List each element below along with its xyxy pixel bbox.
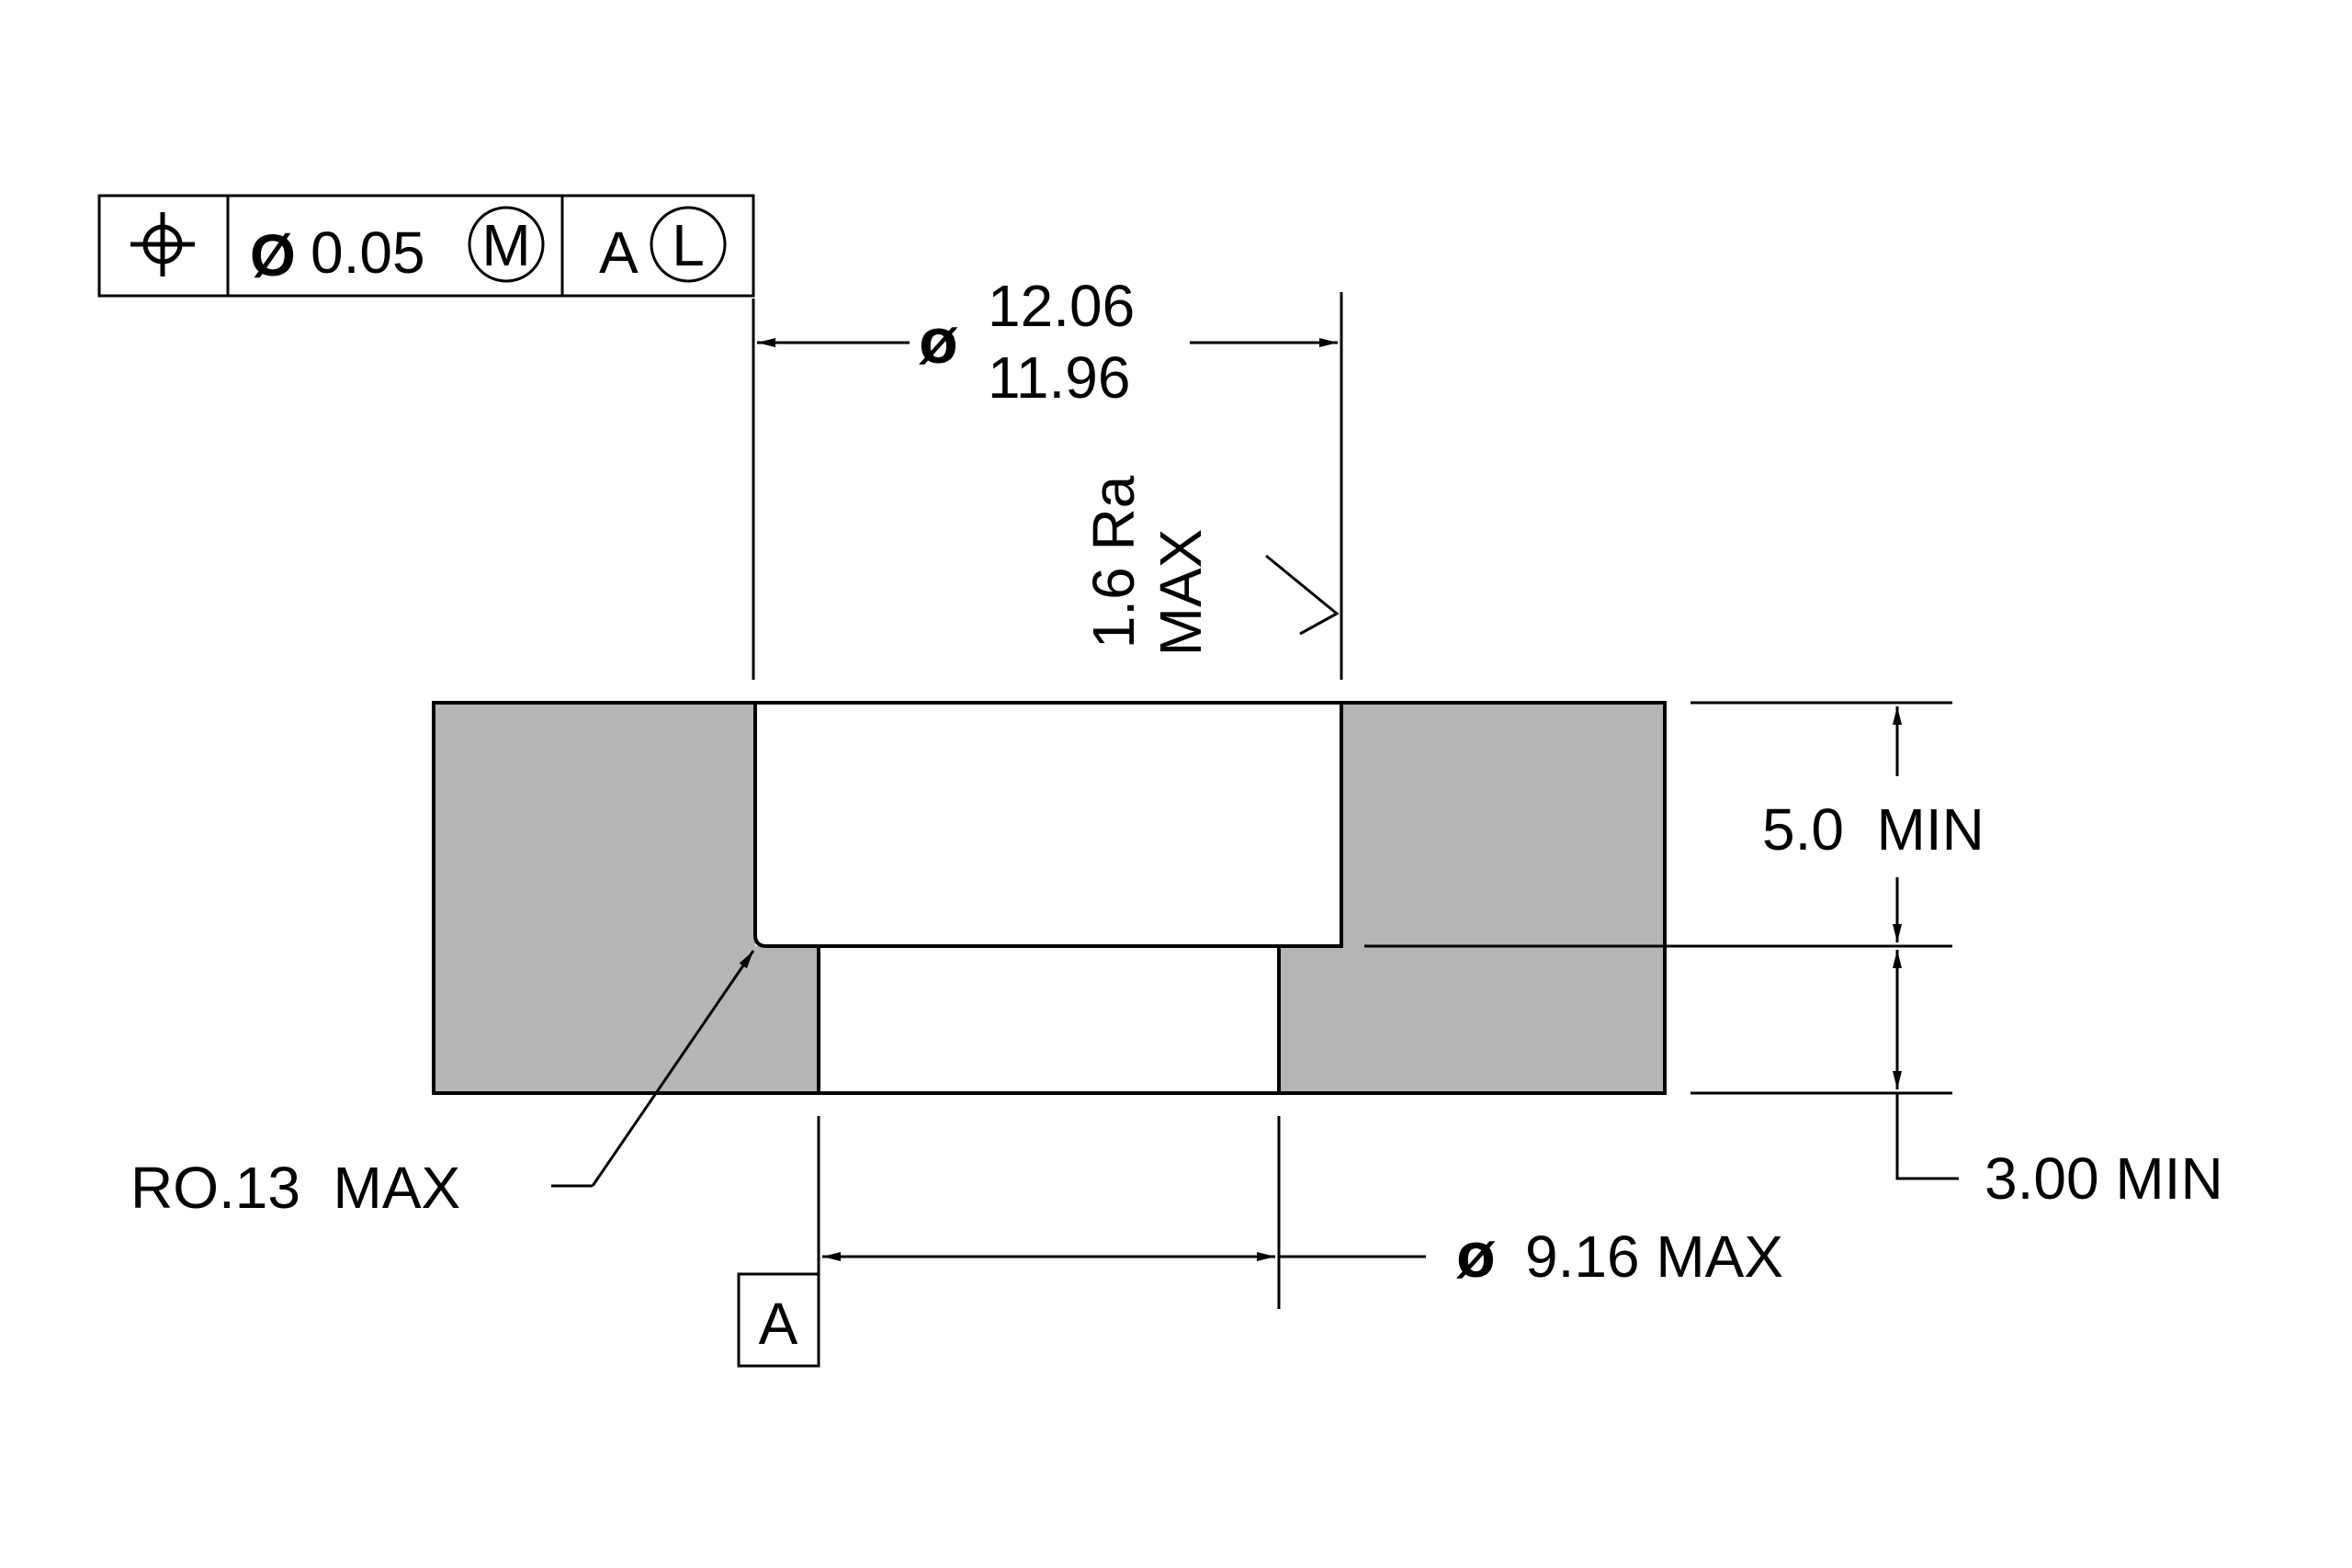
position-icon — [130, 212, 195, 276]
mmc-modifier-letter: M — [481, 212, 530, 278]
bottom-thickness-label: 3.00 MIN — [1984, 1145, 2223, 1212]
surface-finish-symbol-icon — [1265, 554, 1340, 636]
part-outline — [432, 701, 1667, 1095]
counterbore-depth-label: 5.0 MIN — [1762, 796, 1984, 863]
fcf-diameter-symbol: Ø — [250, 222, 296, 288]
feature-control-frame: Ø 0.05 M A L — [97, 194, 755, 298]
counterbore-outline — [753, 703, 1343, 948]
lmc-modifier-icon: L — [650, 206, 727, 283]
part-section — [432, 701, 1667, 1095]
section-right-hatch — [1279, 703, 1665, 1093]
bore-diameter-upper: 12.06 — [988, 273, 1135, 339]
hole-diameter-symbol: ø — [1456, 1219, 1496, 1291]
bore-diameter-dimension: ø 12.06 11.96 — [752, 273, 1343, 680]
hole-diameter-value: 9.16 MAX — [1525, 1224, 1783, 1290]
bore-diameter-lower: 11.96 — [988, 344, 1130, 411]
corner-radius-callout: RO.13 MAX — [130, 950, 755, 1221]
hole-diameter-dimension: ø 9.16 MAX — [817, 1116, 1783, 1309]
mmc-modifier-icon: M — [468, 206, 545, 283]
surface-finish-qualifier: MAX — [1148, 529, 1214, 657]
surface-finish-value: 1.6 Ra — [1080, 475, 1147, 649]
datum-feature-symbol: A — [737, 1272, 820, 1368]
fcf-tolerance-value: 0.05 — [311, 220, 425, 286]
fcf-datum-reference: A — [599, 220, 639, 286]
surface-finish-callout: 1.6 Ra MAX — [1080, 475, 1340, 657]
datum-feature-label: A — [759, 1291, 798, 1357]
section-left-hatch — [434, 703, 819, 1093]
bore-diameter-symbol: ø — [919, 305, 958, 377]
corner-radius-label: RO.13 MAX — [130, 1155, 460, 1221]
fcf-border — [97, 194, 755, 298]
depth-dimension: 5.0 MIN 3.00 MIN — [1364, 701, 2223, 1212]
lmc-modifier-letter: L — [672, 212, 705, 278]
